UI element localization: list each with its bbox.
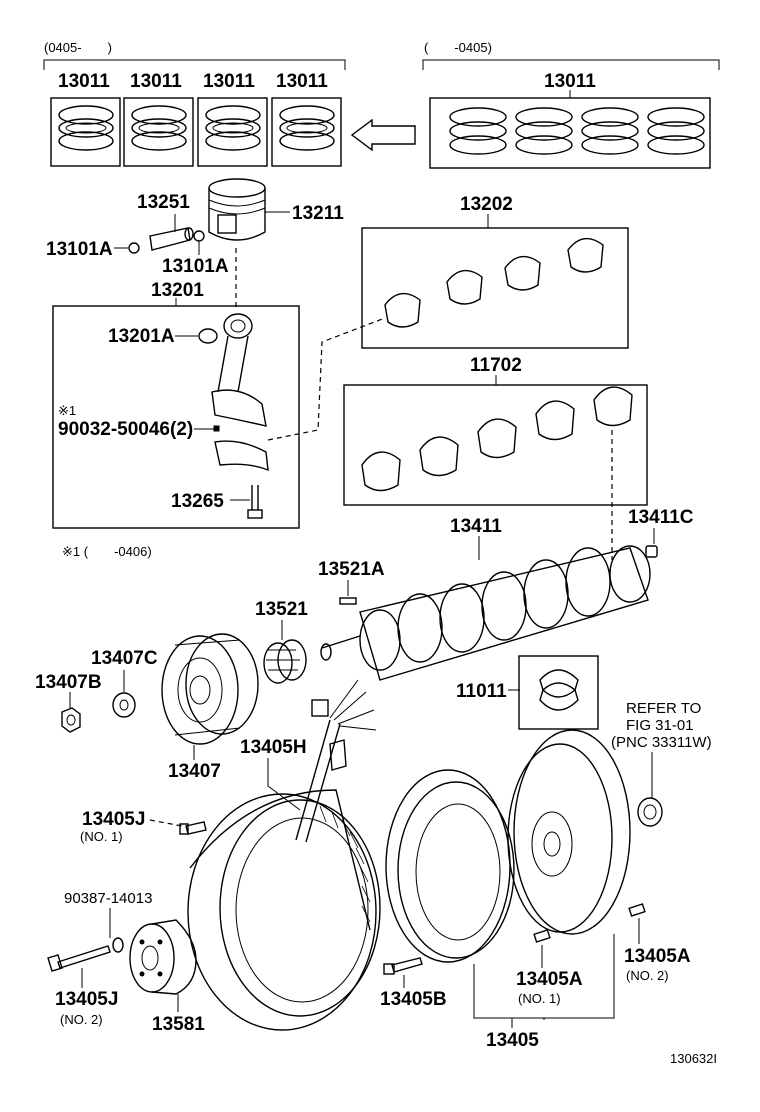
- dowel-pin-2[interactable]: 13405A (NO. 2): [624, 903, 691, 983]
- crank-pulley[interactable]: 13407: [161, 633, 259, 782]
- bolt-j1-note: (NO. 1): [80, 829, 123, 844]
- rod-to-bearing-leader: [267, 317, 386, 441]
- thrust-washer-label: 11011: [456, 681, 507, 702]
- piston-pin-label: 13251: [137, 192, 190, 213]
- bolt-j2-label: 13405J: [55, 989, 118, 1010]
- pulley-washer-label: 13407C: [91, 648, 158, 669]
- replacement-arrow: [350, 118, 416, 152]
- refer-line-2: FIG 31-01: [626, 717, 694, 734]
- bolt-j1[interactable]: 13405J (NO. 1): [80, 809, 207, 844]
- thrust-washer[interactable]: 11011: [456, 655, 599, 730]
- main-bearing-label: 11702: [470, 355, 522, 376]
- pulley-bolt-label: 13407B: [35, 672, 102, 693]
- conrod-bearing-label: 13202: [460, 194, 513, 215]
- conrod-cap-bolt[interactable]: 13265: [171, 485, 263, 519]
- conrod-cap-bolt-label: 13265: [171, 491, 224, 512]
- crank-key[interactable]: 13521A: [318, 559, 385, 605]
- conrod-bushing[interactable]: 13201A: [108, 326, 218, 347]
- ring-box-4[interactable]: 13011: [271, 71, 342, 167]
- dowel-pin-2-note: (NO. 2): [626, 968, 669, 983]
- drawing-id: 130632I: [670, 1051, 717, 1066]
- ring-box-1[interactable]: 13011: [50, 71, 121, 167]
- bolt-j1-label: 13405J: [82, 809, 145, 830]
- drive-plate[interactable]: [507, 729, 631, 935]
- crank-gear-label: 13521: [255, 599, 308, 620]
- crank-key-label: 13521A: [318, 559, 385, 580]
- right-ring-range: ( -0405): [424, 40, 492, 55]
- conrod-bolt-number: 90032-50046(2): [58, 419, 193, 440]
- left-ring-range: (0405- ): [44, 40, 112, 55]
- flywheel-bolt-label: 13405B: [380, 989, 447, 1010]
- snap-ring-left-label: 13101A: [46, 239, 113, 260]
- oil-filter[interactable]: 13581: [129, 919, 205, 1035]
- crankshaft[interactable]: 13411: [320, 516, 651, 681]
- flywheel-housing[interactable]: [187, 789, 381, 1031]
- bolt-90387[interactable]: 90387-14013: [64, 890, 152, 953]
- refer-line-3: (PNC 33311W): [611, 734, 712, 751]
- pulley-washer[interactable]: 13407C: [91, 648, 158, 718]
- conrod-bushing-label: 13201A: [108, 326, 175, 347]
- dowel-pin-1[interactable]: 13405A (NO. 1): [516, 929, 583, 1006]
- ring-label-1: 13011: [58, 71, 110, 92]
- dowel-pin-1-label: 13405A: [516, 969, 583, 990]
- bolt-90387-label: 90387-14013: [64, 890, 152, 907]
- pilot-bearing-label: 13411C: [628, 507, 694, 528]
- piston-pin[interactable]: 13251: [137, 192, 194, 251]
- crankshaft-label: 13411: [450, 516, 502, 537]
- conrod-assembly[interactable]: 13201: [52, 280, 300, 529]
- piston[interactable]: 13211: [208, 178, 344, 241]
- ring-label-3: 13011: [203, 71, 255, 92]
- bolt-date-note: ※1 ( -0406): [62, 544, 152, 559]
- ring-box-2[interactable]: 13011: [123, 71, 194, 167]
- conrod-bolt-mark: ※1: [58, 403, 76, 418]
- ring-set-label-old: 13011: [544, 71, 596, 92]
- ring-label-2: 13011: [130, 71, 182, 92]
- ring-set-box-old[interactable]: 13011: [429, 71, 711, 169]
- sensor-harness[interactable]: 13405H: [240, 679, 377, 843]
- refer-note[interactable]: REFER TO FIG 31-01 (PNC 33311W): [611, 700, 712, 827]
- left-ring-bracket: (0405- ): [43, 40, 346, 70]
- conrod-bearing-set[interactable]: 13202: [361, 194, 629, 349]
- ring-box-3[interactable]: 13011: [197, 71, 268, 167]
- snap-ring-left[interactable]: 13101A: [46, 239, 140, 260]
- pulley-bolt[interactable]: 13407B: [35, 672, 102, 733]
- refer-line-1: REFER TO: [626, 700, 701, 717]
- main-bearing-set[interactable]: 11702: [343, 355, 648, 506]
- right-ring-bracket: ( -0405): [422, 40, 720, 70]
- crank-gear[interactable]: 13521: [255, 599, 308, 684]
- snap-ring-right[interactable]: 13101A: [162, 230, 229, 277]
- piston-label: 13211: [292, 203, 344, 224]
- bolt-j2-note: (NO. 2): [60, 1012, 103, 1027]
- pilot-bearing[interactable]: 13411C: [628, 507, 694, 558]
- conrod-bolt-note[interactable]: ※1 90032-50046(2): [58, 403, 220, 440]
- bolt-j2[interactable]: 13405J (NO. 2): [47, 945, 118, 1027]
- flywheel-label-group[interactable]: 13405: [473, 934, 615, 1051]
- flywheel-label: 13405: [486, 1030, 539, 1051]
- oil-filter-label: 13581: [152, 1014, 205, 1035]
- conrod-assy-label: 13201: [151, 280, 204, 301]
- crank-pulley-label: 13407: [168, 761, 221, 782]
- flywheel-ring[interactable]: [385, 769, 515, 963]
- dowel-pin-1-note: (NO. 1): [518, 991, 561, 1006]
- snap-ring-right-label: 13101A: [162, 256, 229, 277]
- flywheel-sensor-label: 13405H: [240, 737, 307, 758]
- flywheel-bolt[interactable]: 13405B: [380, 957, 447, 1010]
- dowel-pin-2-label: 13405A: [624, 946, 691, 967]
- ring-label-4: 13011: [276, 71, 328, 92]
